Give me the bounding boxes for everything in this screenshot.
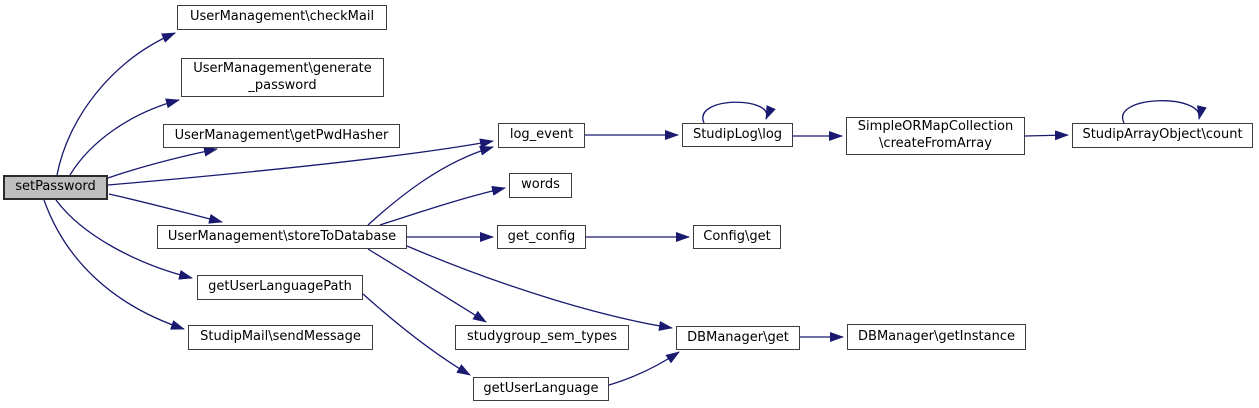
node-words[interactable]: words xyxy=(509,173,572,198)
node-getuserlanguage[interactable]: getUserLanguage xyxy=(473,377,609,401)
edge-getUserLanguage-to-dbmanager-get xyxy=(608,351,680,386)
edge-count-self-loop xyxy=(1121,100,1207,124)
node-studiplog-log[interactable]: StudipLog\log xyxy=(682,123,793,147)
edge-storeToDatabase-to-dbmanager-get xyxy=(406,245,673,331)
node-studiparrayobject-count[interactable]: StudipArrayObject\count xyxy=(1072,123,1253,148)
edge-setPassword-to-log-event xyxy=(107,138,494,186)
node-config-get[interactable]: Config\get xyxy=(693,225,781,249)
node-studygroup-sem-types[interactable]: studygroup_sem_types xyxy=(455,325,629,350)
node-usermanagement-getpwdhasher[interactable]: UserManagement\getPwdHasher xyxy=(163,124,400,148)
edge-storeToDatabase-to-log-event xyxy=(367,145,494,226)
edge-setPassword-to-checkMail xyxy=(56,32,176,176)
edge-storeToDatabase-to-studygroup-sem-types xyxy=(367,248,487,323)
edge-setPassword-to-getUserLanguagePath xyxy=(55,199,193,280)
node-getuserlanguagepath[interactable]: getUserLanguagePath xyxy=(197,275,363,300)
node-get-config[interactable]: get_config xyxy=(497,225,586,249)
node-studipmail-sendmessage[interactable]: StudipMail\sendMessage xyxy=(188,325,373,350)
edge-studiplog-log-self-loop xyxy=(702,101,776,124)
node-dbmanager-get[interactable]: DBManager\get xyxy=(676,326,800,350)
node-usermanagement-checkmail[interactable]: UserManagement\checkMail xyxy=(177,5,387,30)
edge-setPassword-to-getPwdHasher xyxy=(107,146,218,179)
node-usermanagement-storetodatabase[interactable]: UserManagement\storeToDatabase xyxy=(157,225,407,249)
edge-storeToDatabase-to-words xyxy=(379,185,506,226)
edge-getUserLanguagePath-to-getUserLanguage xyxy=(362,293,471,376)
edge-setPassword-to-storeToDatabase xyxy=(108,193,223,224)
edge-createFromArray-to-count xyxy=(1024,130,1069,141)
node-usermanagement-generate-password[interactable]: UserManagement\generate _password xyxy=(181,58,384,97)
edge-setPassword-to-sendMessage xyxy=(43,199,185,330)
node-log-event[interactable]: log_event xyxy=(498,123,585,148)
node-simpleormapcollection-createfromarray[interactable]: SimpleORMapCollection \createFromArray xyxy=(846,117,1025,155)
node-setpassword[interactable]: setPassword xyxy=(3,175,108,200)
edge-setPassword-to-generate-password xyxy=(69,98,180,176)
node-dbmanager-getinstance[interactable]: DBManager\getInstance xyxy=(847,324,1026,350)
